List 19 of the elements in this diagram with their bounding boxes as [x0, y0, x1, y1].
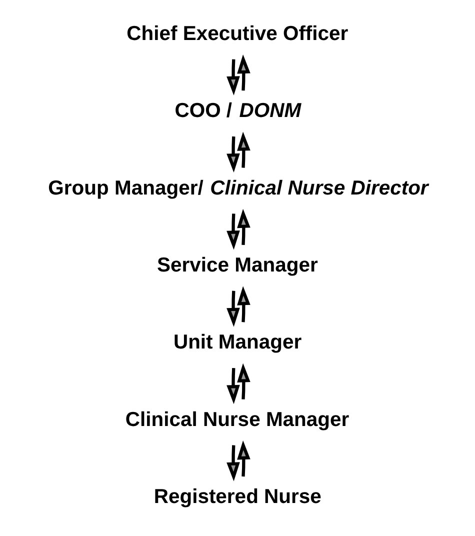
node-text: Registered Nurse [153, 486, 321, 508]
node-text: Group Manager/ Clinical Nurse Director [48, 177, 428, 200]
arrow [226, 290, 240, 327]
arrow [236, 208, 250, 246]
node-text: COO / DONM [174, 100, 301, 122]
arrow [236, 54, 250, 91]
arrow [236, 363, 250, 400]
arrow [226, 214, 240, 250]
arrow [236, 132, 250, 168]
node-text: Unit Manager [172, 332, 302, 354]
arrow [226, 368, 240, 404]
node-text: Chief Executive Officer [126, 22, 348, 45]
arrow [226, 136, 240, 173]
arrow [226, 445, 240, 482]
arrow [226, 59, 240, 96]
node-text: Clinical Nurse Manager [124, 408, 349, 431]
arrow [236, 286, 250, 322]
node-text: Service Manager [156, 254, 318, 277]
arrow [236, 440, 250, 477]
